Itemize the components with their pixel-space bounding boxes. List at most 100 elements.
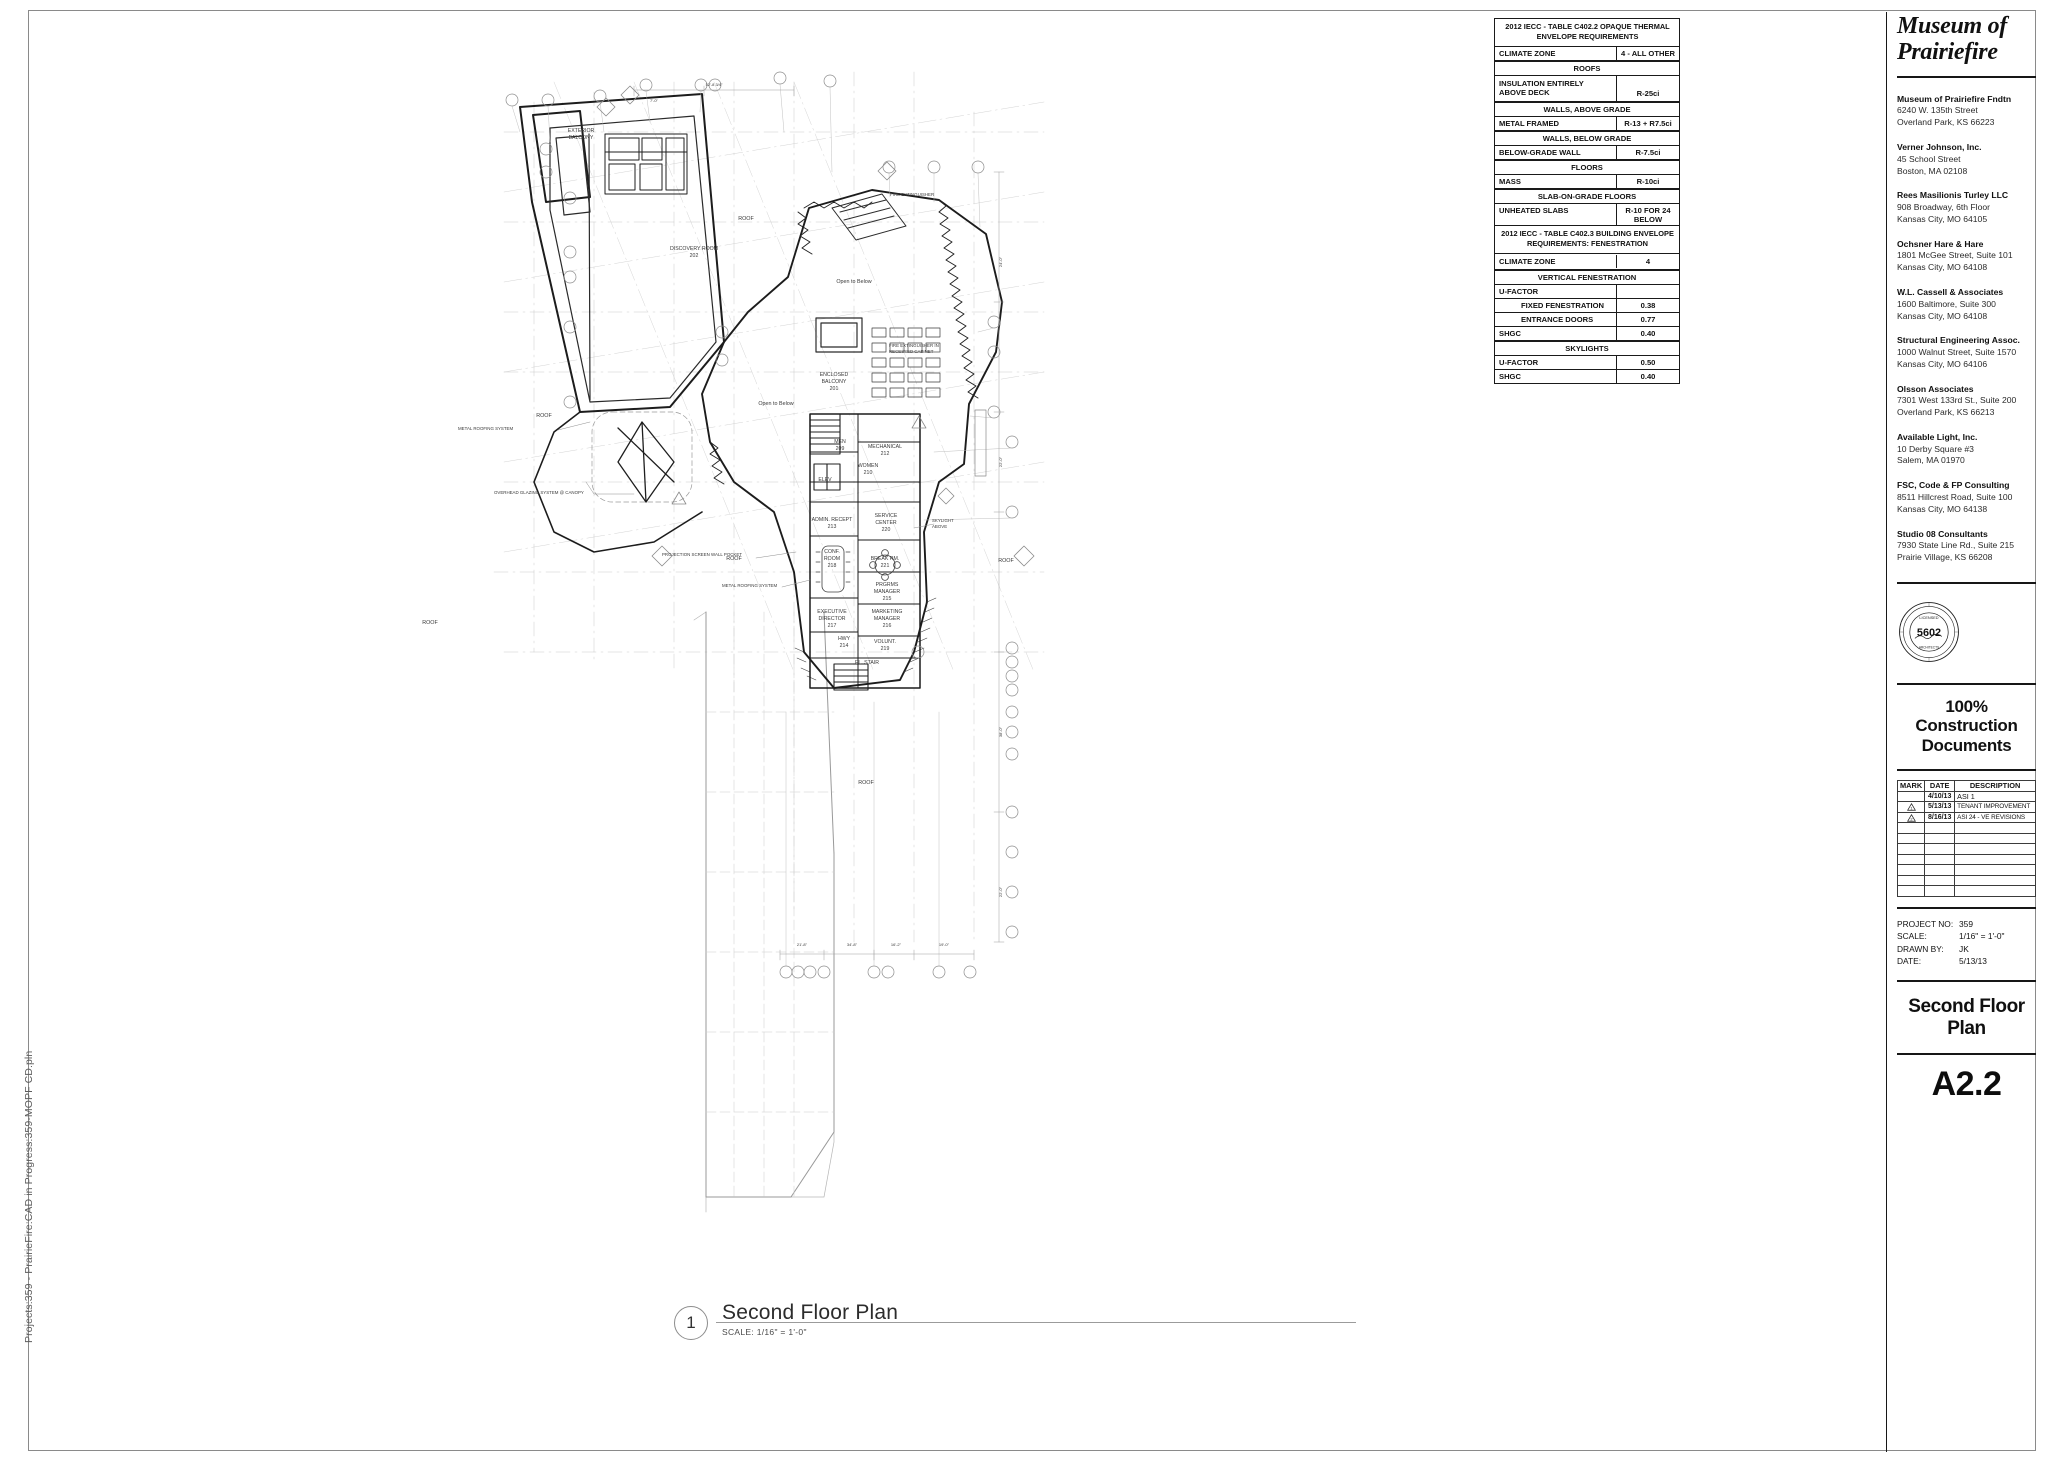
- svg-text:Open to Below: Open to Below: [758, 401, 793, 407]
- revision-triangle-icon: 2: [1906, 813, 1916, 822]
- revision-mark: 2: [1896, 811, 1926, 824]
- table-row: CLIMATE ZONE 4: [1495, 254, 1679, 270]
- project-title: Museum of Prairiefire: [1897, 13, 2007, 65]
- revision-header-description: DESCRIPTION: [1954, 780, 2036, 792]
- svg-text:EXECUTIVE: EXECUTIVE: [817, 609, 847, 615]
- table-row: [1896, 864, 2036, 876]
- consultant-name: Rees Masilionis Turley LLC: [1897, 190, 2009, 201]
- consultant-address-line: 7930 State Line Rd., Suite 215: [1897, 540, 2015, 551]
- svg-text:201: 201: [830, 386, 839, 392]
- table-row: MASS R-10ci: [1495, 174, 1679, 189]
- table-row: [1896, 853, 2036, 866]
- svg-text:PROJECTION SCREEN WALL POCKET: PROJECTION SCREEN WALL POCKET: [662, 552, 742, 557]
- table-row: SHGC 0.40: [1495, 326, 1679, 341]
- consultant-entry: Structural Engineering Assoc. 1000 Walnu…: [1897, 335, 2036, 370]
- project-info-value: 1/16" = 1'-0": [1959, 931, 2005, 942]
- consultant-address-line: Overland Park, KS 66223: [1897, 117, 1995, 128]
- row-value: 0.77: [1640, 314, 1656, 324]
- consultant-name: Structural Engineering Assoc.: [1897, 335, 2020, 346]
- floor-plan-drawing[interactable]: DISCOVERY ROOM 202 EXTERIOR BALCONY ENCL…: [34, 12, 1444, 1452]
- svg-text:WOMEN: WOMEN: [858, 463, 879, 469]
- svg-text:213: 213: [828, 524, 837, 530]
- consultant-entry: Ochsner Hare & Hare 1801 McGee Street, S…: [1897, 239, 2036, 274]
- svg-text:BALCONY: BALCONY: [822, 379, 847, 385]
- svg-text:220: 220: [882, 527, 891, 533]
- svg-text:ROOF: ROOF: [998, 558, 1014, 564]
- svg-text:215: 215: [883, 596, 892, 602]
- table-row: 1 5/13/13 TENANT IMPROVEMENT: [1896, 801, 2036, 813]
- svg-text:DISCOVERY ROOM: DISCOVERY ROOM: [670, 246, 718, 252]
- svg-text:16'-2": 16'-2": [891, 942, 902, 947]
- row-label: U-FACTOR: [1495, 284, 1617, 298]
- revision-header-mark: MARK: [1896, 780, 1926, 792]
- consultant-address-line: Prairie Village, KS 66208: [1897, 552, 1993, 563]
- consultant-address-line: Boston, MA 02108: [1897, 165, 1968, 176]
- row-value: [1617, 285, 1679, 298]
- row-label: SHGC: [1495, 369, 1617, 383]
- table-row: [1896, 822, 2036, 834]
- consultant-address-line: 6240 W. 135th Street: [1897, 105, 1978, 116]
- consultant-address-line: 10 Derby Square #3: [1897, 443, 1974, 454]
- table-row: FIXED FENESTRATION 0.38: [1495, 298, 1679, 313]
- table-section-header: FLOORS: [1495, 159, 1679, 175]
- svg-text:219: 219: [881, 646, 890, 652]
- consultant-address-line: Kansas City, MO 64138: [1897, 503, 1988, 514]
- row-value: R-10 FOR 24 BELOW: [1625, 205, 1671, 224]
- consultant-address-line: 45 School Street: [1897, 153, 1961, 164]
- project-info-value: 359: [1959, 918, 1973, 929]
- table-section-header: SKYLIGHTS: [1495, 340, 1679, 356]
- svg-text:214: 214: [840, 643, 849, 649]
- revision-description: ASI 1: [1954, 790, 2036, 803]
- svg-text:202: 202: [690, 253, 699, 259]
- consultant-entry: Verner Johnson, Inc. 45 School Street Bo…: [1897, 142, 2036, 177]
- table-section-header: WALLS, ABOVE GRADE: [1495, 101, 1679, 117]
- svg-text:HWY: HWY: [838, 636, 851, 642]
- svg-text:ELEV: ELEV: [818, 477, 832, 483]
- consultant-entry: Museum of Prairiefire Fndtn 6240 W. 135t…: [1897, 94, 2036, 129]
- title-divider: [1897, 75, 2036, 78]
- consultant-address-line: 1801 McGee Street, Suite 101: [1897, 250, 2013, 261]
- seal-number: 5602: [1917, 627, 1941, 639]
- table-row: BELOW-GRADE WALL R-7.5ci: [1495, 145, 1679, 160]
- svg-text:ROOF: ROOF: [422, 620, 438, 626]
- row-label: CLIMATE ZONE: [1495, 254, 1617, 268]
- row-value: R-13 + R7.5ci: [1624, 118, 1672, 128]
- sheet-number-label: A2.2: [1931, 1064, 2002, 1103]
- consultant-entry: Olsson Associates 7301 West 133rd St., S…: [1897, 384, 2036, 419]
- svg-text:21'-8": 21'-8": [797, 942, 808, 947]
- consultant-name: Olsson Associates: [1897, 383, 1974, 394]
- svg-text:218: 218: [828, 563, 837, 569]
- svg-text:ROOF: ROOF: [726, 556, 742, 562]
- svg-text:MARKETING: MARKETING: [872, 609, 903, 615]
- iecc-fenestration-table: 2012 IECC - TABLE C402.3 BUILDING ENVELO…: [1494, 225, 1680, 384]
- project-info-row: PROJECT NO: 359: [1897, 918, 2036, 931]
- project-info-key: SCALE:: [1897, 931, 1927, 942]
- revision-date: 4/10/13: [1924, 790, 1956, 803]
- consultant-name: Available Light, Inc.: [1897, 432, 1978, 442]
- consultant-address-line: 1600 Baltimore, Suite 300: [1897, 298, 1996, 309]
- svg-text:ROOF: ROOF: [536, 413, 552, 419]
- sheet-number-section: A2.2: [1897, 1052, 2036, 1104]
- revision-mark-number: 2: [1910, 816, 1913, 821]
- project-info-key: PROJECT NO:: [1897, 918, 1954, 929]
- row-label: BELOW-GRADE WALL: [1495, 145, 1617, 159]
- revision-header-date: DATE: [1924, 780, 1956, 792]
- consultant-address-line: 1000 Walnut Street, Suite 1570: [1897, 346, 2017, 357]
- svg-text:209: 209: [836, 446, 845, 452]
- svg-text:22'-0": 22'-0": [998, 886, 1003, 897]
- svg-text:217: 217: [828, 623, 837, 629]
- view-number-bubble[interactable]: 1: [674, 1306, 708, 1340]
- consultant-name: Ochsner Hare & Hare: [1897, 238, 1984, 249]
- table-row: [1896, 843, 2036, 855]
- svg-text:52'-8 3/4": 52'-8 3/4": [706, 82, 723, 87]
- svg-text:EL. STAIR: EL. STAIR: [855, 660, 879, 666]
- project-info-section: PROJECT NO: 359 SCALE: 1/16" = 1'-0" DRA…: [1897, 906, 2036, 968]
- svg-text:19'-0": 19'-0": [939, 942, 950, 947]
- svg-text:MEN: MEN: [834, 439, 846, 445]
- phase-section: 100% Construction Documents: [1897, 682, 2036, 755]
- consultant-address-line: 8511 Hillcrest Road, Suite 100: [1897, 491, 2013, 502]
- svg-text:22'-0": 22'-0": [998, 456, 1003, 467]
- revision-description: TENANT IMPROVEMENT: [1954, 801, 2036, 813]
- svg-text:ROOM: ROOM: [824, 556, 840, 562]
